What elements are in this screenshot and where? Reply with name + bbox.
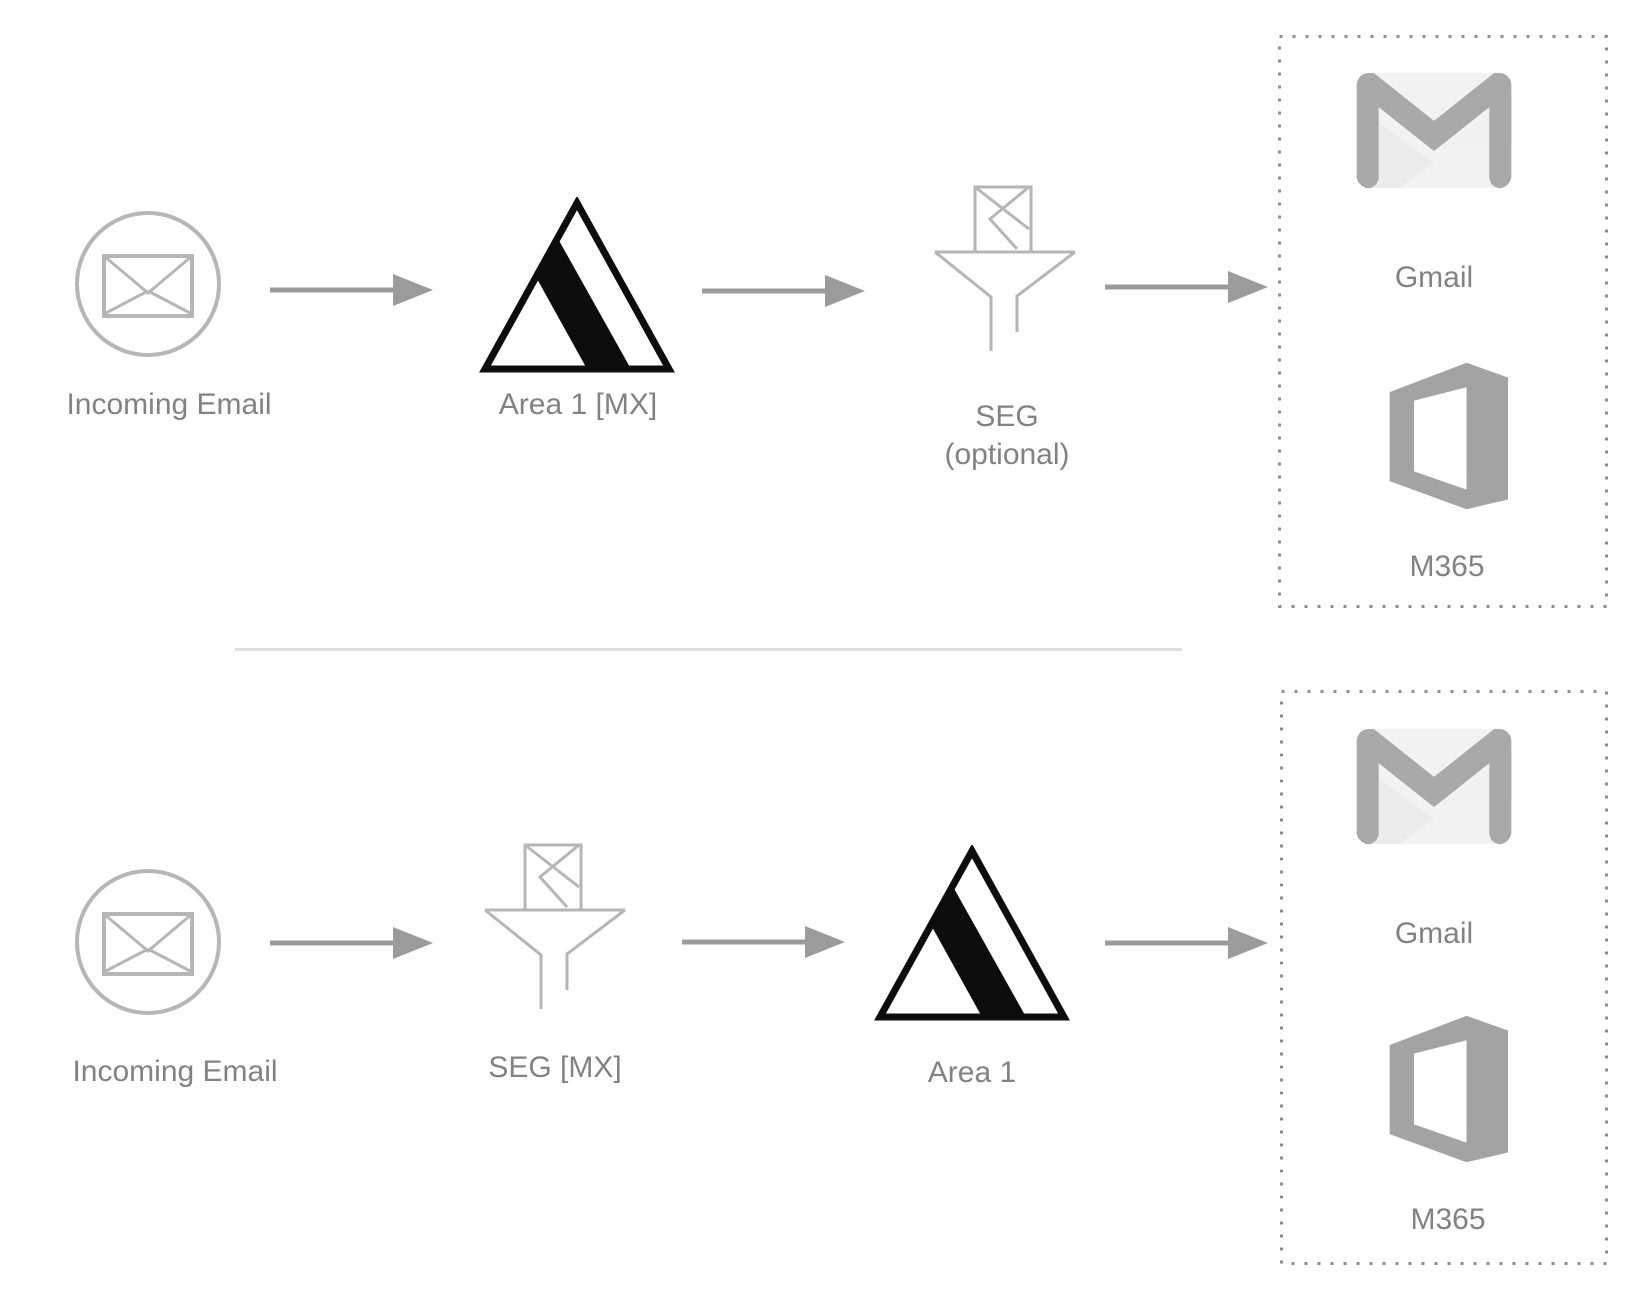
gmail-label: Gmail (1394, 917, 1474, 950)
dotted-border (1280, 690, 1608, 1265)
m365-icon (1389, 1015, 1508, 1163)
flow-arrow (1105, 271, 1268, 303)
area1-logo-icon (874, 845, 1070, 1021)
gmail-icon (1356, 72, 1512, 189)
area1-logo-icon (479, 197, 675, 373)
m365-label: M365 (1409, 550, 1485, 583)
m365-label: M365 (1410, 1203, 1486, 1236)
incoming-email-icon (75, 869, 221, 1015)
gmail-icon (1356, 728, 1512, 845)
flow-arrow (270, 927, 433, 959)
incoming-email-label: Incoming Email (72, 1055, 278, 1088)
flow-arrow (270, 274, 433, 306)
flow-arrow (682, 926, 845, 958)
destination-box: Gmail M365 (1280, 690, 1608, 1265)
dotted-border (1278, 35, 1608, 608)
flow-arrow (702, 275, 865, 307)
seg-filter-icon (934, 185, 1076, 351)
destination-box: Gmail M365 (1278, 35, 1608, 608)
gmail-label: Gmail (1394, 261, 1474, 294)
area1-label: Area 1 [MX] (498, 388, 658, 421)
seg-filter-icon (484, 843, 626, 1009)
incoming-email-icon (75, 211, 221, 357)
incoming-email-label: Incoming Email (66, 388, 272, 421)
flow-arrow (1105, 927, 1268, 959)
m365-icon (1389, 362, 1508, 510)
seg-label-line2: (optional) (944, 438, 1070, 471)
section-divider (235, 648, 1182, 651)
area1-label: Area 1 (927, 1056, 1017, 1089)
seg-label-line1: SEG (975, 400, 1039, 433)
seg-label: SEG [MX] (488, 1051, 622, 1084)
